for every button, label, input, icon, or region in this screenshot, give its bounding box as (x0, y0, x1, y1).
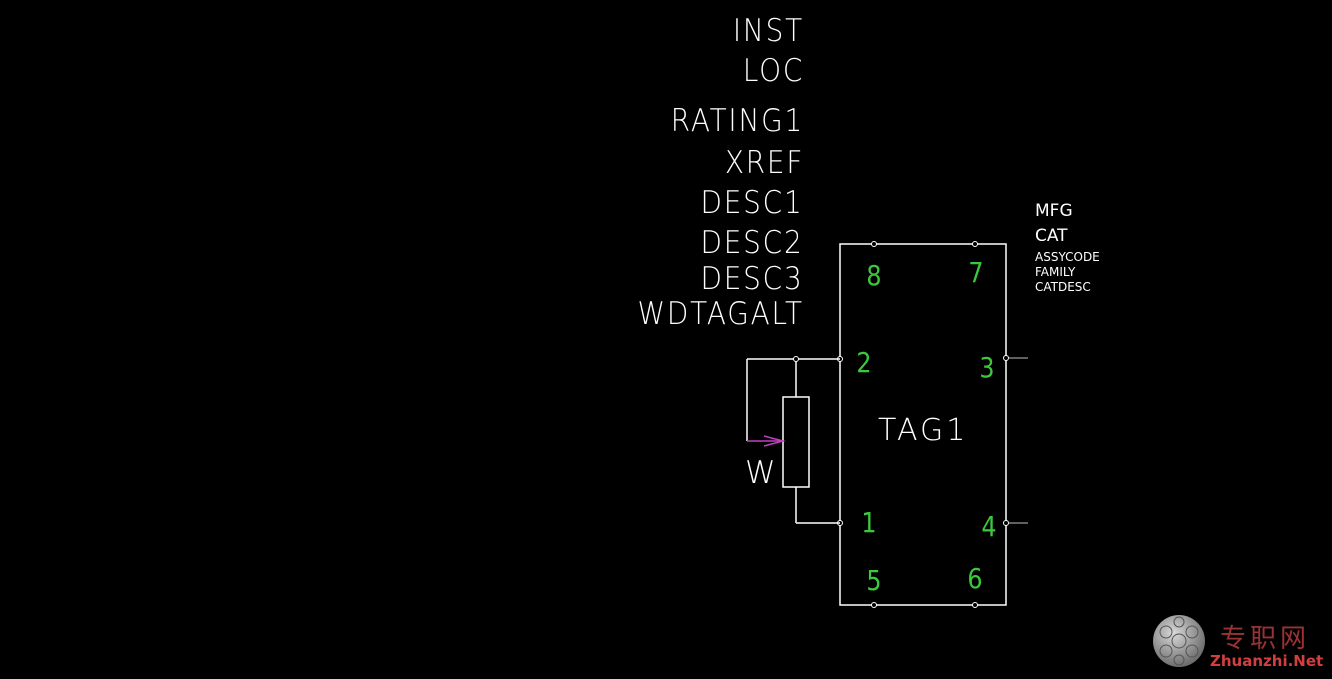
pin-number-6: 6 (967, 562, 983, 595)
pin-number-7: 7 (968, 256, 984, 289)
attr-rating1: RATING1 (670, 103, 804, 139)
attr-desc2: DESC2 (700, 225, 804, 261)
terminal-tick-marks (877, 243, 1028, 606)
attr-desc1: DESC1 (700, 185, 804, 221)
component-tag: TAG1 (878, 413, 969, 448)
attr-inst: INST (732, 13, 804, 49)
pin-number-8: 8 (866, 259, 882, 292)
terminal-8-marker (871, 241, 877, 247)
attr-loc: LOC (742, 53, 804, 89)
wiper-arrow (747, 435, 786, 447)
component-body (839, 243, 1007, 606)
pin-number-5: 5 (866, 564, 882, 597)
watermark-en-text: Zhuanzhi.Net (1210, 652, 1324, 670)
attr-family: FAMILY (1035, 265, 1076, 279)
pin-number-1: 1 (861, 506, 877, 539)
pin-number-3: 3 (979, 351, 995, 384)
watermark-cn-text: 专职网 (1220, 624, 1311, 654)
terminal-7-marker (972, 241, 978, 247)
terminal-markers (837, 241, 1009, 608)
watermark: 专职网 Zhuanzhi.Net (1150, 610, 1330, 676)
terminal-3-marker (1003, 355, 1009, 361)
potentiometer-label: W (745, 455, 776, 491)
attr-desc3: DESC3 (700, 261, 804, 297)
attr-catdesc: CATDESC (1035, 280, 1091, 294)
pin-number-4: 4 (981, 510, 997, 543)
attr-mfg: MFG (1035, 201, 1073, 221)
attr-cat: CAT (1035, 226, 1068, 246)
attr-xref: XREF (724, 145, 804, 181)
terminal-5-marker (871, 602, 877, 608)
terminal-6-marker (972, 602, 978, 608)
junction-dot (793, 356, 799, 362)
potentiometer-resistor (782, 396, 810, 488)
attr-assycode: ASSYCODE (1035, 250, 1100, 264)
pin-number-2: 2 (856, 346, 872, 379)
terminal-4-marker (1003, 520, 1009, 526)
potentiometer-wiring (746, 358, 840, 524)
attr-wdtagalt: WDTAGALT (637, 296, 804, 332)
watermark-ball-icon (1153, 615, 1205, 667)
